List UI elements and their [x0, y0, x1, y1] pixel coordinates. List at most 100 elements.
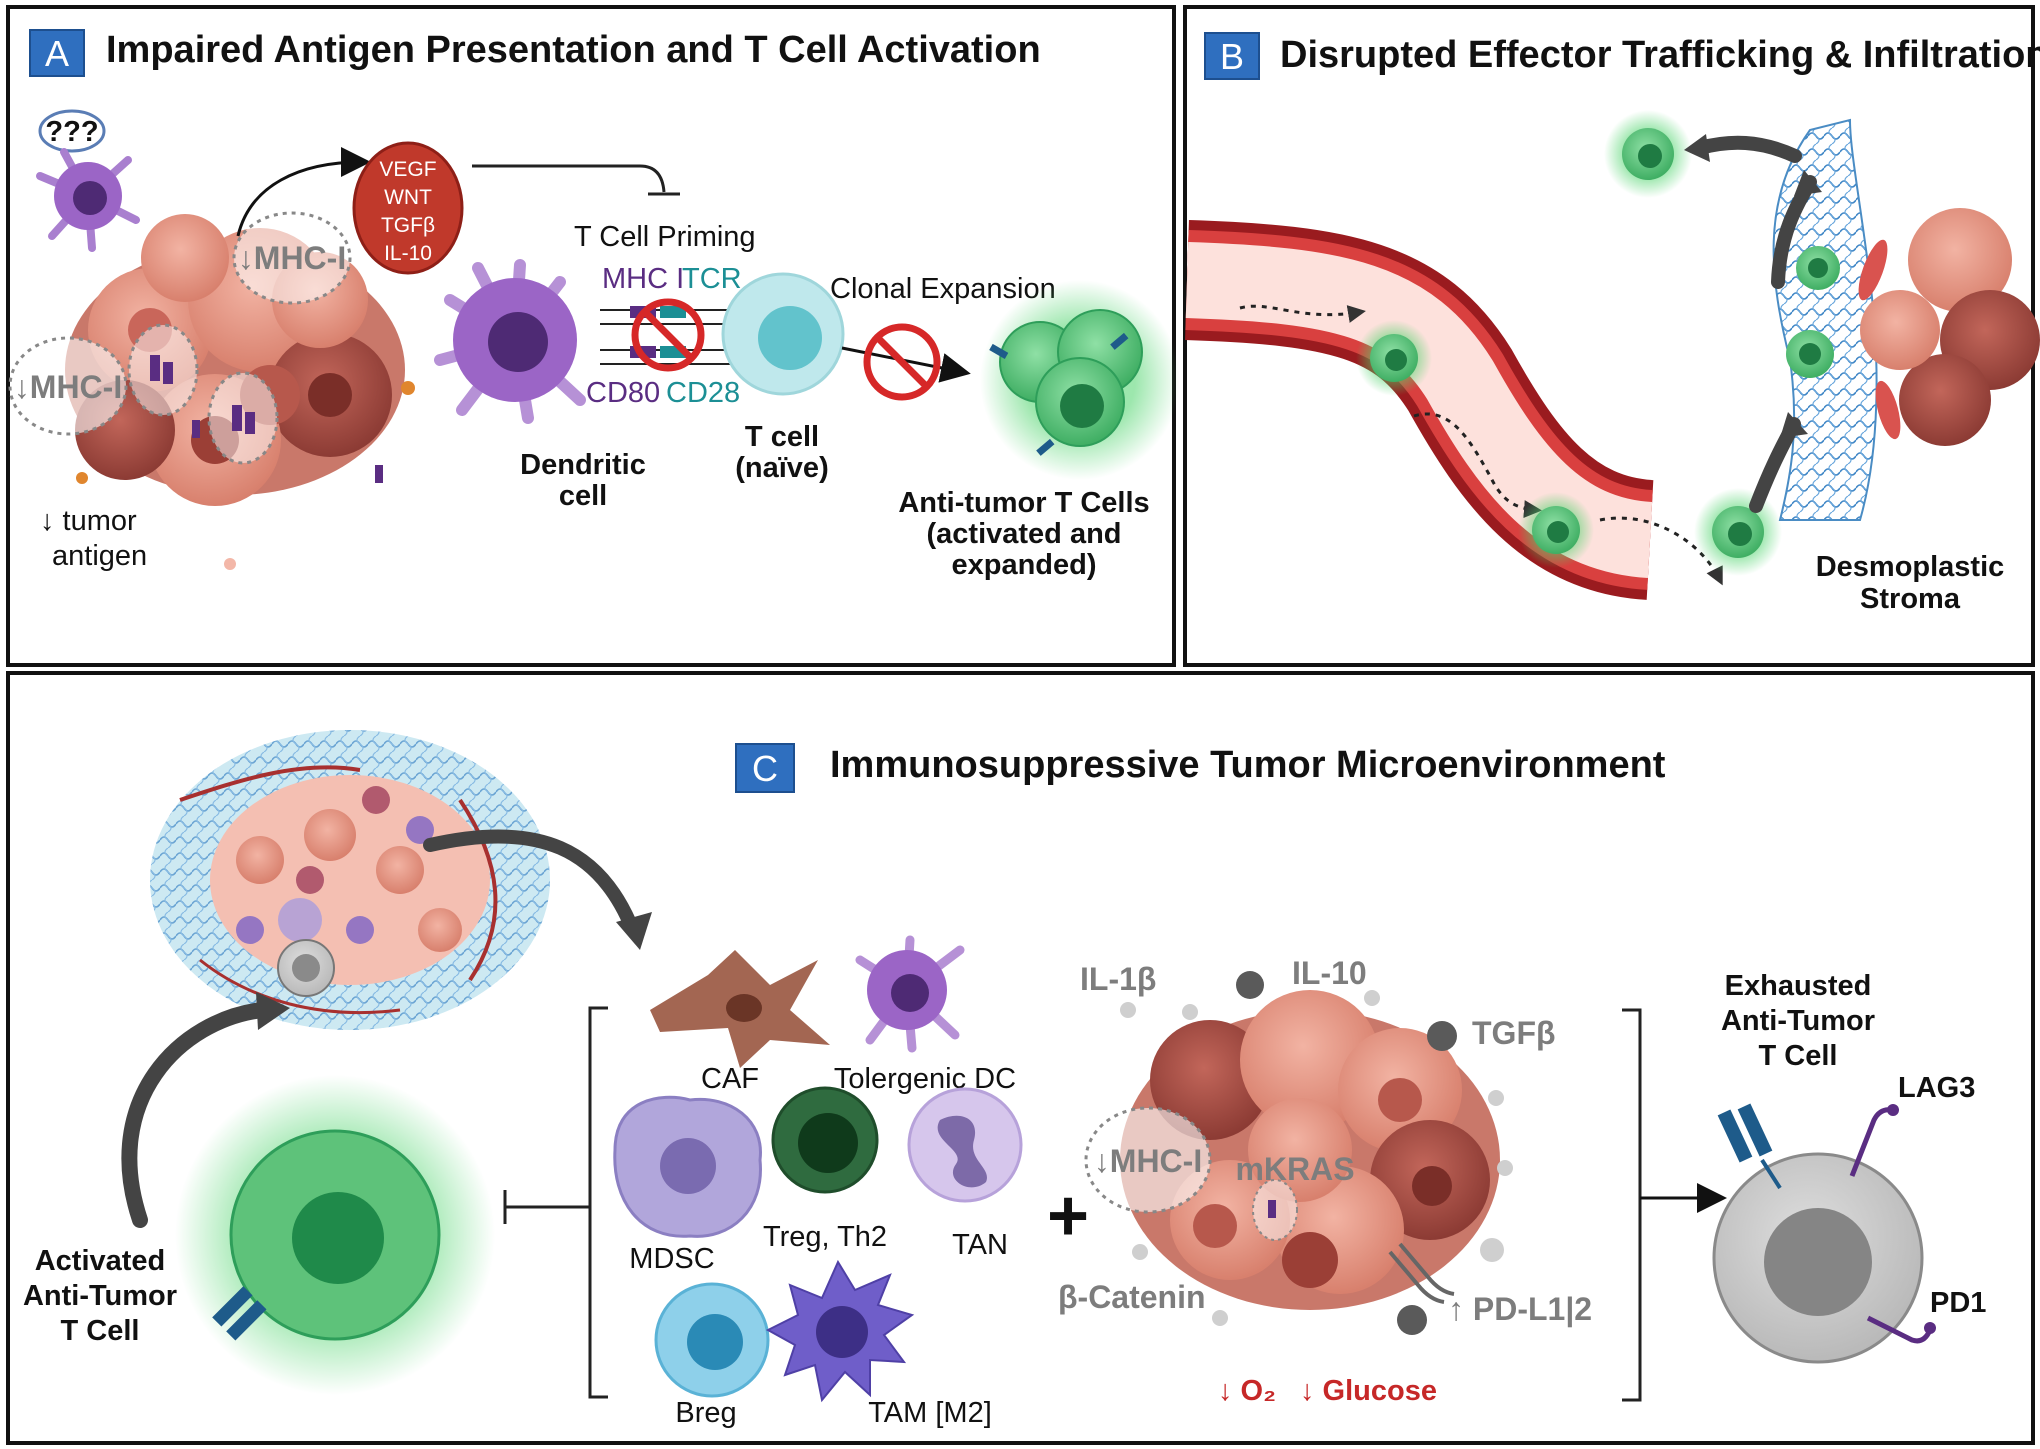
naive-t-cell-icon — [721, 272, 845, 396]
panel-b-title: Disrupted Effector Trafficking & Infiltr… — [1280, 34, 2040, 76]
migration-arrowhead — [1794, 170, 1822, 196]
t-cell-extravasated-icon — [1694, 488, 1782, 576]
mhc-dashed-circle — [8, 336, 128, 436]
t-cell-label-2: (naïve) — [735, 452, 828, 484]
tcr-label: TCR — [682, 263, 742, 295]
mhc-down-label: ↓MHC-I — [1094, 1143, 1202, 1179]
exhausted-label-2: Anti-Tumor — [1721, 1005, 1875, 1037]
cytokine-oval — [352, 141, 464, 275]
antigen-dot — [224, 558, 236, 570]
dendritic-cell-label-2: cell — [559, 480, 607, 512]
mdsc-cell-icon — [613, 1095, 762, 1238]
stroma-label-2: Stroma — [1860, 583, 1961, 615]
cytokine-dot — [1120, 1002, 1136, 1018]
migration-arrowhead — [1780, 412, 1808, 438]
exhausted-t-cell-icon — [1712, 1103, 1936, 1364]
inhibition-line — [472, 164, 666, 193]
activated-t-cell-icon — [175, 1075, 495, 1395]
tan-cell-icon — [907, 1087, 1023, 1203]
panel-c-title: Immunosuppressive Tumor Microenvironment — [830, 744, 1666, 786]
cytokine-dot — [1364, 990, 1380, 1006]
panel-c-badge-label: C — [752, 748, 778, 789]
t-cell-in-vessel-icon — [1518, 492, 1594, 568]
pdl1-label: ↑ PD-L1|2 — [1448, 1291, 1592, 1327]
antigen-dot — [76, 472, 88, 484]
tumor-sphere-icon — [150, 730, 550, 1030]
flow-arrow — [1413, 412, 1542, 519]
panel-b-badge — [1204, 32, 1260, 80]
flow-arrow — [1239, 304, 1366, 323]
oxygen-label: ↓ O₂ — [1218, 1375, 1276, 1407]
cytokine-dot — [1480, 1238, 1504, 1262]
mhc-receptor-icon — [150, 355, 383, 483]
panel-a-title: Impaired Antigen Presentation and T Cell… — [106, 29, 1041, 71]
cytokine-dot — [1397, 1305, 1427, 1335]
tgfb-label: TGFβ — [1472, 1015, 1556, 1051]
cd80-label: CD80 — [586, 377, 660, 409]
mhc-down-label-1: ↓MHC-I — [238, 240, 346, 276]
exit-arrow — [1693, 135, 1802, 163]
cd28-label: CD28 — [666, 377, 740, 409]
pd1-label: PD1 — [1930, 1287, 1986, 1319]
mkras-gene-icon — [1268, 1200, 1276, 1218]
cytokine-label: TGFβ — [381, 214, 435, 237]
t-cell-priming-label: T Cell Priming — [574, 221, 756, 253]
mdsc-label: MDSC — [629, 1243, 714, 1275]
left-bracket — [588, 1006, 608, 1399]
exit-arrowhead — [1684, 134, 1710, 162]
mhc-down-label-2: ↓MHC-I — [14, 369, 122, 405]
curved-arrow — [236, 147, 371, 237]
cytokine-dot — [1427, 1021, 1457, 1051]
panel-b: B Disrupted Effector Trafficking & Infil… — [1183, 5, 2040, 667]
dendritic-cell-icon — [434, 259, 586, 424]
caf-label: CAF — [701, 1063, 759, 1095]
treg-label: Treg, Th2 — [763, 1221, 887, 1253]
breg-label: Breg — [675, 1397, 736, 1429]
panel-c-badge — [735, 743, 795, 793]
infiltration-arrowhead — [256, 992, 290, 1030]
plus-sign: + — [1047, 1176, 1089, 1256]
no-symbol-icon — [863, 323, 941, 401]
cytokine-dot — [1497, 1160, 1513, 1176]
small-dendritic-cell-icon — [36, 148, 140, 252]
cytokine-dot — [1182, 1004, 1198, 1020]
infiltration-arrow — [121, 1002, 270, 1228]
tam-cell-icon — [765, 1259, 915, 1403]
right-bracket — [1622, 1008, 1642, 1402]
activated-label-2: Anti-Tumor — [23, 1280, 177, 1312]
cytokine-label: WNT — [384, 186, 432, 209]
zoom-arrow — [423, 829, 639, 935]
panel-a: A Impaired Antigen Presentation and T Ce… — [6, 5, 1180, 667]
cytokine-dot — [1132, 1244, 1148, 1260]
activated-label-1: Activated — [35, 1245, 166, 1277]
il1b-label: IL-1β — [1080, 961, 1156, 997]
activated-t-cells-icon — [980, 280, 1180, 480]
tumor-antigen-label-2: antigen — [52, 540, 147, 572]
exhausted-label-3: T Cell — [1759, 1040, 1838, 1072]
antitumor-label-3: expanded) — [951, 549, 1096, 581]
antitumor-label-2: (activated and — [927, 518, 1122, 550]
cytokine-dot — [1236, 971, 1264, 999]
caf-cell-icon — [650, 950, 830, 1068]
antigen-dot — [401, 381, 415, 395]
no-symbol-icon — [631, 298, 705, 372]
mkras-label: mKRAS — [1235, 1151, 1354, 1187]
cytokine-label: IL-10 — [384, 242, 432, 265]
antitumor-label-1: Anti-tumor T Cells — [898, 487, 1149, 519]
antigen-dashed-circle — [207, 371, 279, 465]
zoom-arrowhead — [616, 912, 652, 950]
question-text: ??? — [45, 116, 98, 148]
treg-cell-icon — [771, 1086, 879, 1194]
clonal-expansion-label: Clonal Expansion — [830, 273, 1056, 305]
tolerogenic-dc-label: Tolergenic DC — [834, 1063, 1016, 1095]
il10-label: IL-10 — [1292, 955, 1367, 991]
panel-c: C Immunosuppressive Tumor Microenvironme… — [6, 671, 2035, 1445]
activated-label-3: T Cell — [61, 1315, 140, 1347]
glucose-label: ↓ Glucose — [1300, 1375, 1437, 1407]
tolerogenic-dc-icon — [855, 935, 965, 1053]
dendritic-cell-label-1: Dendritic — [520, 449, 646, 481]
lag3-label: LAG3 — [1898, 1072, 1975, 1104]
question-bubble — [38, 109, 106, 153]
exhausted-label-1: Exhausted — [1725, 970, 1872, 1002]
